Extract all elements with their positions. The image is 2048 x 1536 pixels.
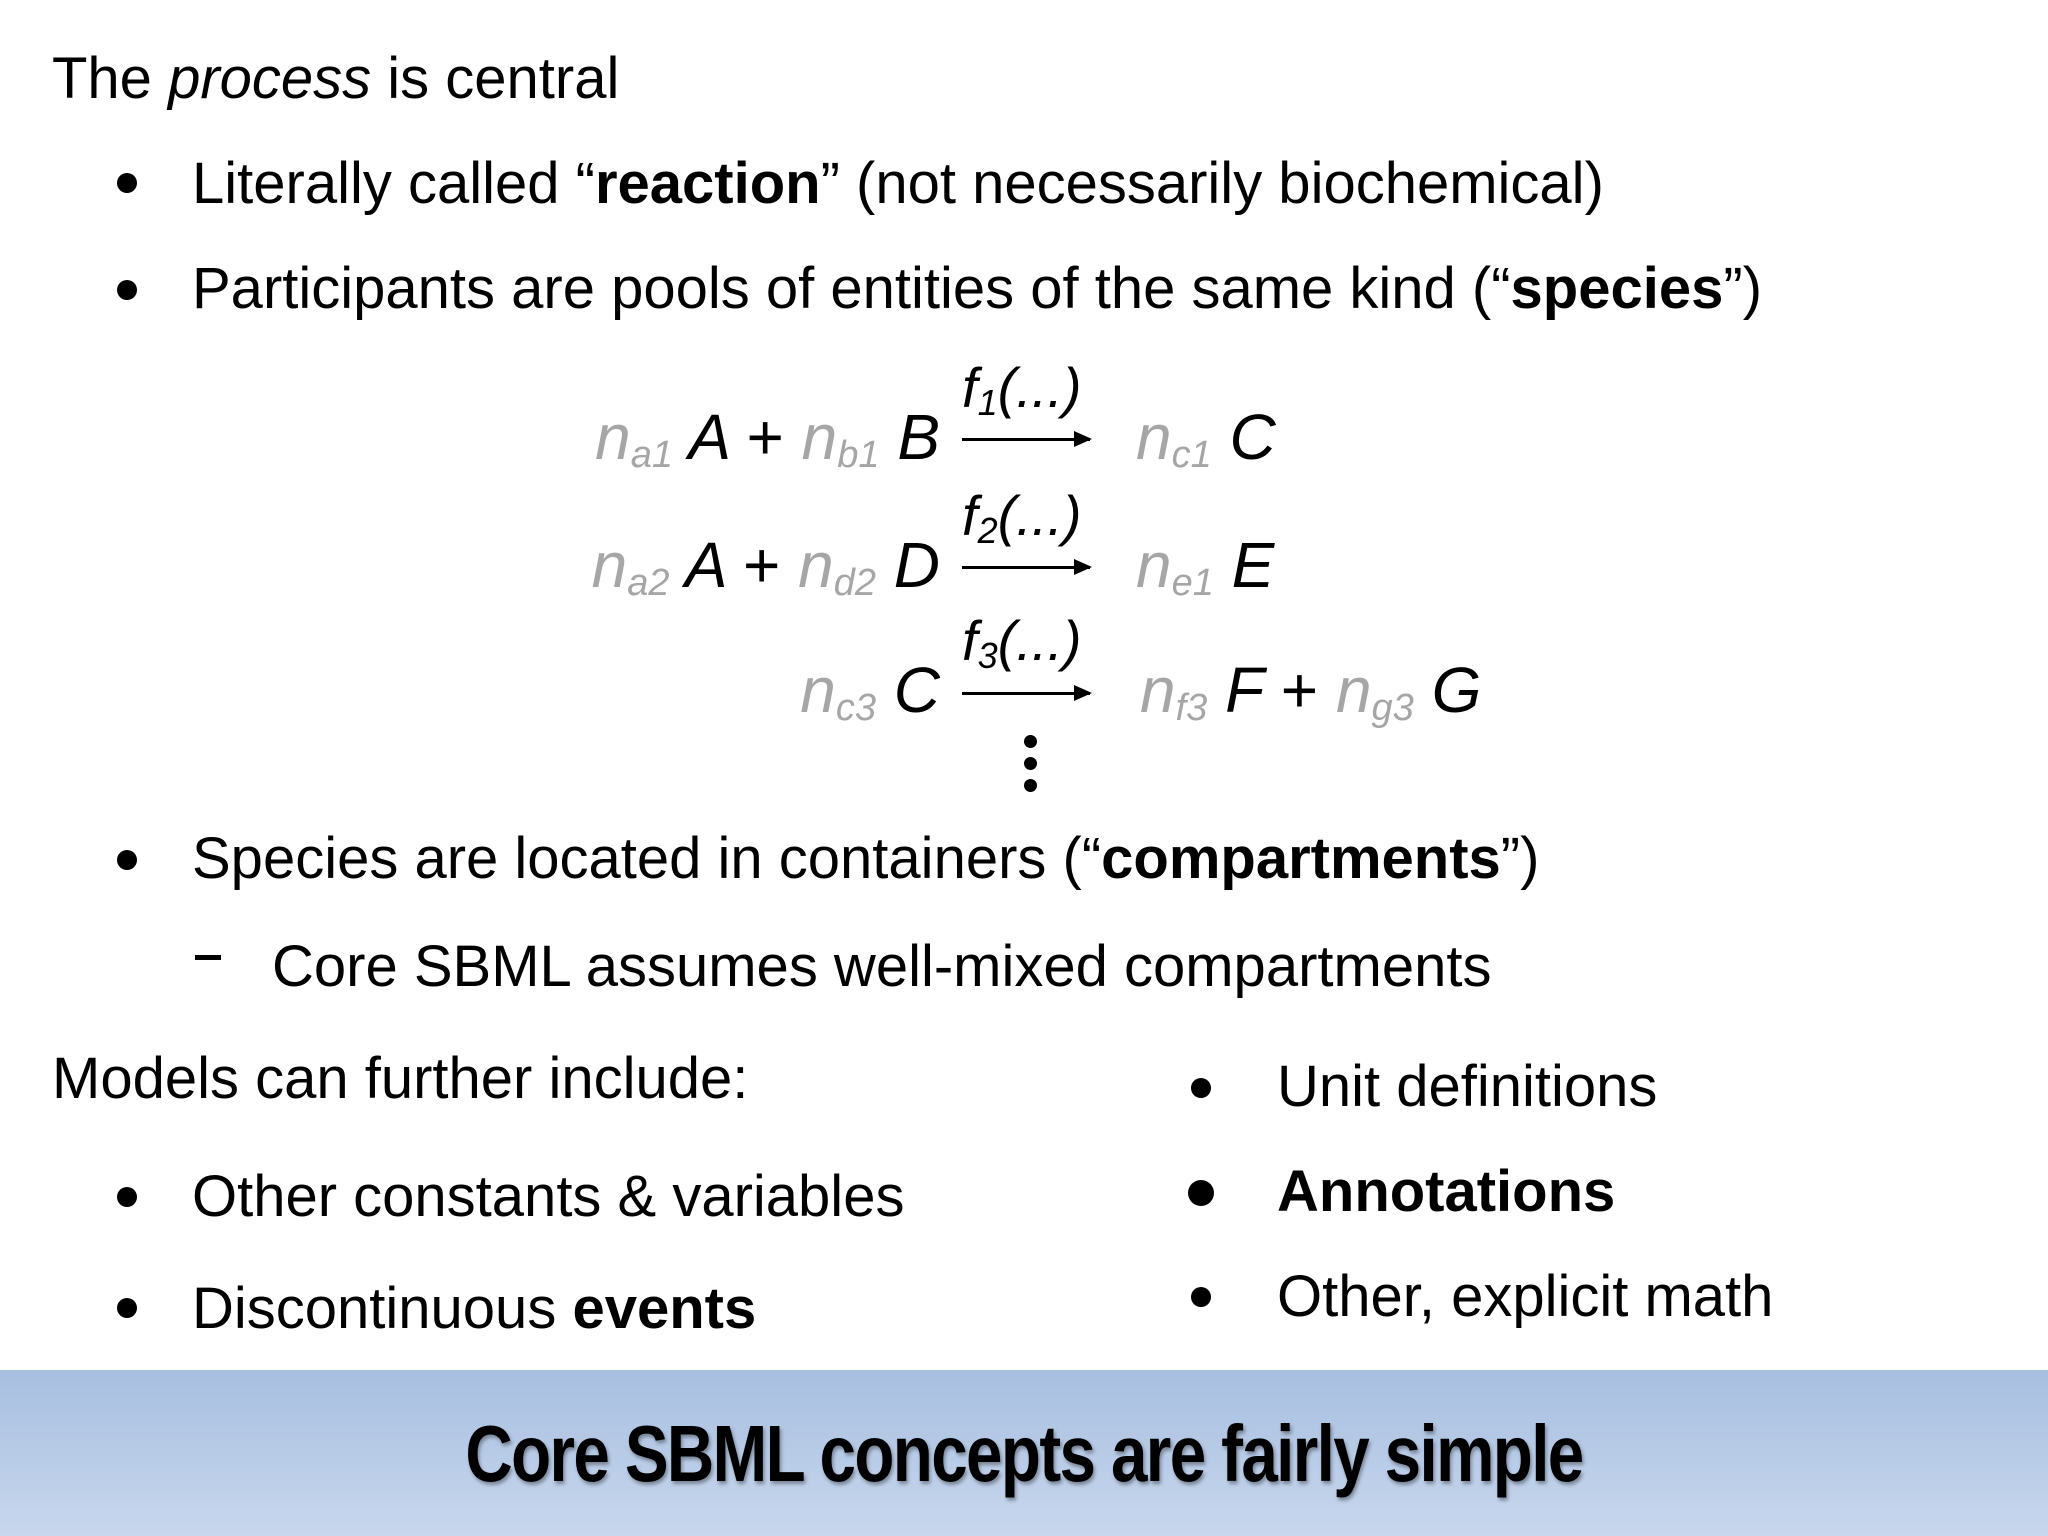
bullet-reaction: Literally called “reaction” (not necessa… (192, 151, 1604, 216)
stoich-coef: na1 (595, 401, 673, 476)
stoich-coef: ne1 (1136, 529, 1214, 604)
species-symbol: D (893, 529, 940, 601)
species-symbol: A (684, 529, 726, 601)
bullet-dot (117, 850, 137, 870)
stoich-coef: nd2 (798, 529, 876, 604)
equation-1-lhs: na1 A + nb1 B (595, 405, 940, 474)
vertical-ellipsis-dot (1024, 779, 1037, 792)
equation-2-lhs: na2 A + nd2 D (592, 533, 940, 602)
rate-function-3: f3(...) (962, 609, 1082, 676)
intro-line: The process is central (52, 46, 620, 111)
plus-sign: + (746, 401, 784, 473)
vertical-ellipsis-dot (1024, 757, 1037, 770)
reaction-arrow-2 (962, 559, 1092, 575)
stoich-coef: ng3 (1335, 654, 1414, 729)
bullet-dot (117, 280, 137, 300)
vertical-ellipsis-dot (1024, 735, 1037, 748)
footer-title: Core SBML concepts are fairly simple (465, 1409, 1584, 1498)
plus-sign: + (1280, 654, 1319, 726)
equation-3-rhs: nf3 F + ng3 G (1140, 658, 1481, 727)
reaction-arrow-3 (962, 685, 1092, 701)
species-symbol: C (893, 654, 940, 726)
stoich-coef: nf3 (1140, 654, 1208, 729)
species-symbol: C (1229, 401, 1276, 473)
bullet-species: Participants are pools of entities of th… (192, 256, 1763, 321)
bullet-dot (1191, 1287, 1211, 1307)
models-heading: Models can further include: (52, 1046, 749, 1111)
species-symbol: B (897, 401, 940, 473)
stoich-coef: nc3 (800, 654, 876, 729)
list-item-events: Discontinuous events (192, 1276, 757, 1341)
rate-function-2: f2(...) (962, 484, 1082, 551)
equation-2-rhs: ne1 E (1136, 533, 1274, 602)
bullet-dot (117, 1298, 137, 1318)
species-symbol: E (1231, 529, 1275, 601)
stoich-coef: na2 (591, 529, 670, 604)
bullet-compartments: Species are located in containers (“comp… (192, 826, 1540, 891)
plus-sign: + (742, 529, 781, 601)
bullet-dot (117, 1187, 137, 1207)
equation-3-lhs: nc3 C (800, 658, 940, 727)
list-item-annotations: Annotations (1277, 1159, 1616, 1224)
footer-banner: Core SBML concepts are fairly simple (0, 1370, 2048, 1536)
list-item-constants: Other constants & variables (192, 1164, 905, 1229)
stoich-coef: nb1 (801, 401, 880, 476)
equation-1-rhs: nc1 C (1136, 405, 1276, 474)
species-symbol: G (1431, 654, 1482, 726)
bullet-dot (1188, 1180, 1214, 1206)
list-item-math: Other, explicit math (1277, 1264, 1774, 1329)
species-symbol: F (1225, 654, 1264, 726)
bullet-dot (117, 173, 137, 193)
bullet-dot (1191, 1078, 1211, 1098)
sub-bullet-dash (195, 955, 221, 960)
rate-function-1: f1(...) (962, 356, 1082, 423)
list-item-units: Unit definitions (1277, 1054, 1658, 1119)
reaction-arrow-1 (962, 431, 1092, 447)
sub-bullet-well-mixed: Core SBML assumes well-mixed compartment… (272, 934, 1492, 999)
species-symbol: A (688, 401, 729, 473)
stoich-coef: nc1 (1136, 401, 1212, 476)
